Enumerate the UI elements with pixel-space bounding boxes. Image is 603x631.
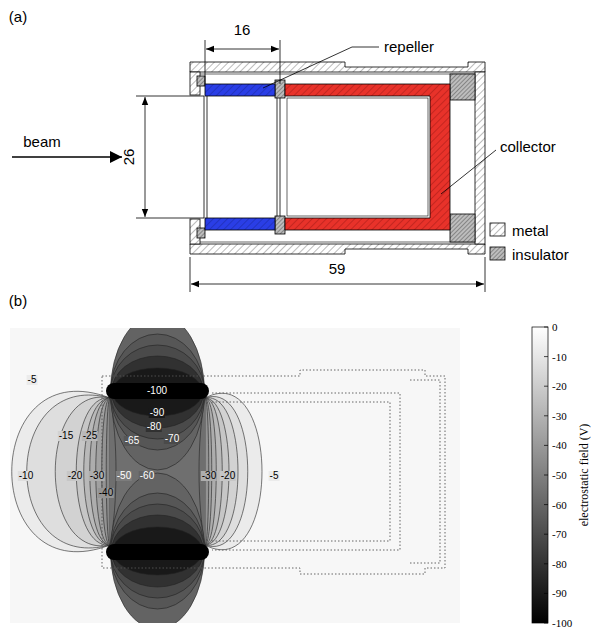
part-label: (a) — [9, 9, 27, 24]
insulators — [197, 74, 475, 242]
dimension-label: 26 — [121, 149, 136, 166]
contour-label: -80 — [146, 422, 162, 432]
colorbar — [532, 327, 548, 623]
dimension-label: 59 — [329, 261, 346, 276]
contour-label: -50 — [116, 471, 132, 481]
contour-label: -20 — [67, 471, 83, 481]
beam-arrow — [12, 156, 122, 158]
grids — [204, 96, 280, 218]
axis-title-label: electrostatic field (V) — [578, 424, 590, 527]
legend-swatch — [490, 223, 505, 236]
part-name-label: beam — [23, 134, 61, 149]
contour-label: -70 — [164, 434, 180, 444]
colorbar-tick-label: -30 — [552, 410, 567, 421]
legend-text: metal — [512, 223, 549, 238]
colorbar-tick-label: -40 — [552, 440, 567, 451]
colorbar-tick-label: -80 — [552, 558, 567, 569]
contour-label: -10 — [18, 471, 34, 481]
contour-label: -25 — [82, 431, 98, 441]
contour-label: -5 — [27, 375, 38, 385]
contour-label: -65 — [124, 436, 140, 446]
contour-label: -100 — [146, 386, 168, 396]
housing — [190, 62, 485, 254]
colorbar-tick-label: -10 — [552, 351, 567, 362]
colorbar-tick-label: -60 — [552, 499, 567, 510]
leader-line — [441, 150, 496, 194]
contour-label: -90 — [149, 408, 165, 418]
contour-label: -30 — [201, 471, 217, 481]
legend-text: insulator — [512, 247, 569, 262]
contour-label: -20 — [220, 471, 236, 481]
colorbar-tick-label: 0 — [552, 322, 558, 333]
colorbar-tick-label: -90 — [552, 588, 567, 599]
field-map — [10, 328, 460, 623]
contour-label: -15 — [58, 431, 74, 441]
contour-label: -60 — [139, 471, 155, 481]
contour-label: -40 — [98, 488, 114, 498]
part-name-label: repeller — [384, 39, 434, 54]
contour-label: -30 — [89, 471, 105, 481]
colorbar-tick-label: -20 — [552, 381, 567, 392]
part-name-label: collector — [500, 139, 556, 154]
repeller-electrode — [205, 84, 275, 230]
colorbar-tick-label: -100 — [552, 618, 572, 629]
dimension-label: 16 — [234, 22, 251, 37]
leader-line — [263, 47, 379, 88]
dimension-lines — [136, 40, 485, 292]
contour-label: -5 — [269, 471, 280, 481]
colorbar-tick-label: -50 — [552, 470, 567, 481]
legend-swatch — [490, 247, 505, 260]
part-label: (b) — [9, 293, 27, 308]
collector-electrode — [285, 84, 450, 230]
colorbar-tick-label: -70 — [552, 529, 567, 540]
